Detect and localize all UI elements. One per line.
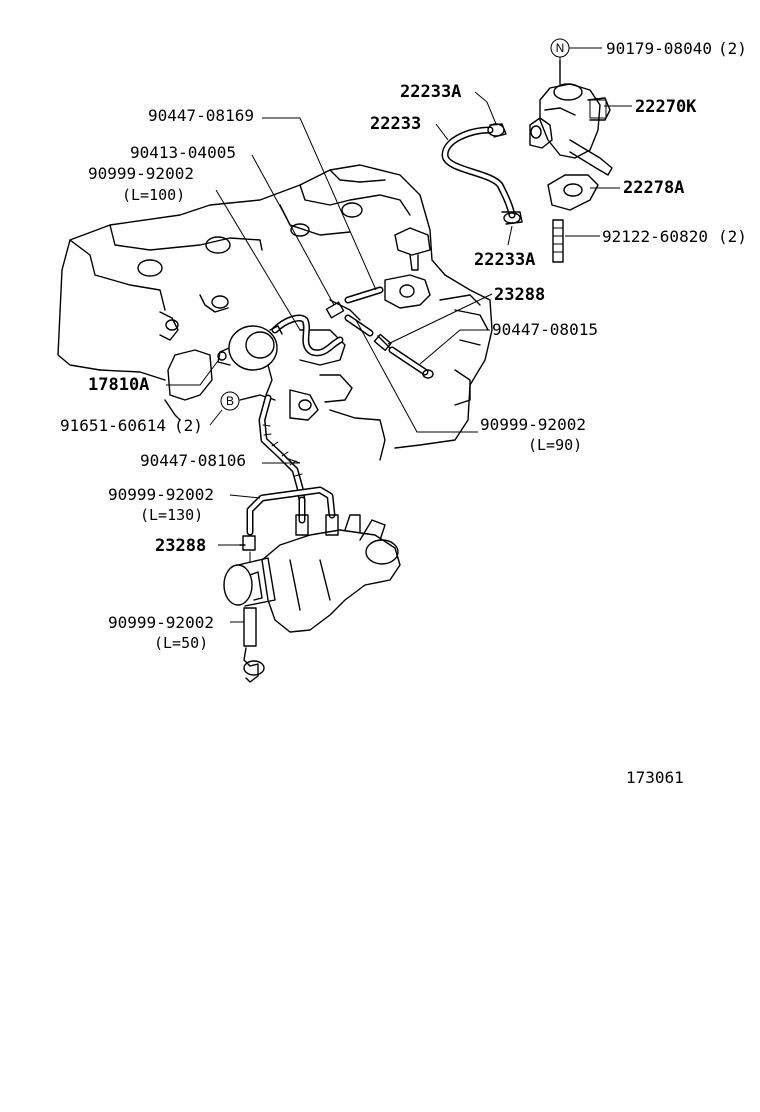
label-90999-92002-l130-length: (L=130) xyxy=(140,506,203,524)
engine-block-drawing xyxy=(57,164,493,461)
label-90999-92002-l100: 90999-92002 xyxy=(88,164,194,183)
label-90999-92002-l50: 90999-92002 xyxy=(108,613,214,632)
label-90179-08040: 90179-08040 xyxy=(606,39,712,58)
leader-lines xyxy=(166,47,632,623)
label-90447-08015: 90447-08015 xyxy=(492,320,598,339)
label-22270k: 22270K xyxy=(635,97,697,117)
label-23288-bottom: 23288 xyxy=(155,536,206,556)
label-90413-04005: 90413-04005 xyxy=(130,143,236,162)
label-17810a: 17810A xyxy=(88,375,149,395)
label-92122-60820-qty: (2) xyxy=(718,227,747,246)
label-23288-top: 23288 xyxy=(494,285,545,305)
label-22233: 22233 xyxy=(370,114,421,134)
label-91651-60614-qty: (2) xyxy=(174,416,203,435)
label-90447-08169: 90447-08169 xyxy=(148,106,254,125)
stud-bolt-drawing xyxy=(552,219,564,263)
vsv-17810a-drawing xyxy=(217,325,283,396)
label-22233a-bottom: 22233A xyxy=(474,250,535,270)
n-marker: N xyxy=(550,38,570,58)
distributor-drawing xyxy=(223,486,401,683)
label-22233a-top: 22233A xyxy=(400,82,461,102)
label-91651-60614: 91651-60614 xyxy=(60,416,166,435)
label-90179-08040-qty: (2) xyxy=(718,39,747,58)
hose-90447-08106-drawing xyxy=(258,394,306,504)
label-90447-08106: 90447-08106 xyxy=(140,451,246,470)
label-90999-92002-l130: 90999-92002 xyxy=(108,485,214,504)
b-marker: B xyxy=(220,391,240,411)
label-92122-60820: 92122-60820 xyxy=(602,227,708,246)
gasket-drawing xyxy=(547,174,599,211)
label-90999-92002-l50-length: (L=50) xyxy=(154,634,208,652)
b-marker-text: B xyxy=(226,394,234,408)
part-labels: 90179-08040 (2) 22233A 22270K 22233 9044… xyxy=(60,39,747,787)
n-marker-text: N xyxy=(556,41,565,55)
label-90999-92002-l90: 90999-92002 xyxy=(480,415,586,434)
diagram-number: 173061 xyxy=(626,768,684,787)
label-22278a: 22278A xyxy=(623,178,684,198)
label-90999-92002-l90-length: (L=90) xyxy=(528,436,582,454)
label-90999-92002-l100-length: (L=100) xyxy=(122,186,185,204)
hose-22233-drawing xyxy=(441,123,523,225)
air-pump-drawing xyxy=(529,59,613,176)
